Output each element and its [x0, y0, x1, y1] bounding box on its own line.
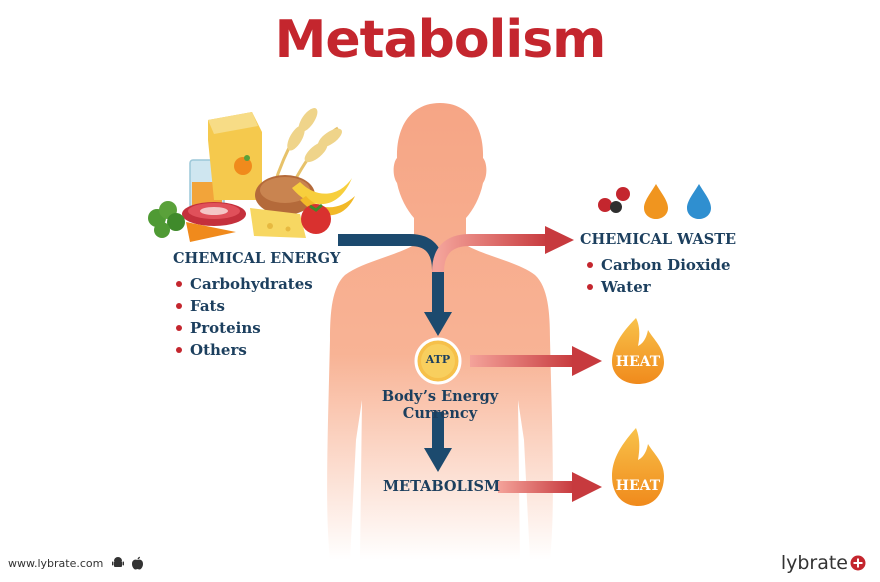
metabolism-arrow	[424, 412, 452, 472]
page-title: Metabolism	[274, 10, 607, 70]
molecule-icon	[598, 187, 630, 213]
orange-drop-icon	[644, 184, 668, 219]
android-icon[interactable]	[111, 556, 125, 570]
footer-site: www.lybrate.com	[8, 556, 144, 570]
flame-icon	[612, 318, 664, 384]
heat-label: HEAT	[615, 354, 661, 370]
chemical-waste-list: Carbon Dioxide Water	[587, 254, 731, 298]
flame-icon	[612, 428, 664, 506]
food-group-icon	[148, 108, 355, 242]
atp-caption: Body’s Energy Currency	[381, 388, 499, 422]
list-item: Water	[587, 276, 731, 298]
atp-badge	[414, 337, 462, 385]
chemical-energy-list: Carbohydrates Fats Proteins Others	[176, 273, 313, 361]
chemical-waste-heading: CHEMICAL WASTE	[580, 231, 737, 248]
list-item: Proteins	[176, 317, 313, 339]
apple-icon[interactable]	[131, 556, 144, 570]
chemical-energy-heading: CHEMICAL ENERGY	[173, 250, 341, 267]
list-item: Carbon Dioxide	[587, 254, 731, 276]
atp-heat-arrow	[470, 346, 602, 376]
atp-label: ATP	[425, 353, 451, 366]
blue-drop-icon	[687, 184, 711, 219]
list-item: Carbohydrates	[176, 273, 313, 295]
waste-arrow	[432, 226, 574, 273]
footer-site-link[interactable]: www.lybrate.com	[8, 556, 104, 570]
metabolism-heat-arrow	[498, 472, 602, 502]
heat-label: HEAT	[615, 478, 661, 494]
list-item: Fats	[176, 295, 313, 317]
list-item: Others	[176, 339, 313, 361]
plus-icon	[850, 555, 866, 571]
metabolism-label: METABOLISM	[383, 478, 501, 495]
brand-logo: lybrate	[781, 552, 866, 574]
